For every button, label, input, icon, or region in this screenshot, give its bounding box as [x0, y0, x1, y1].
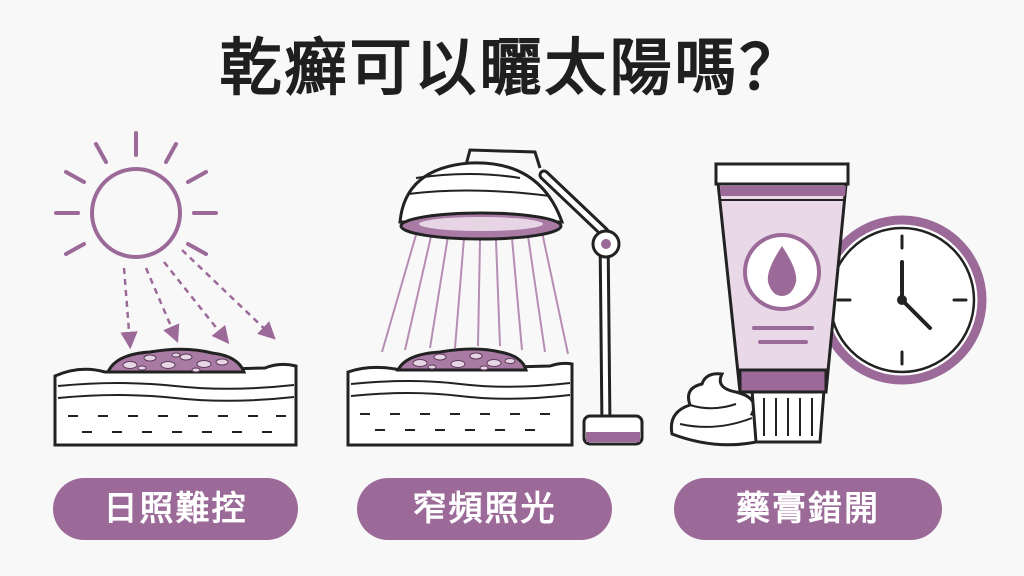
label-pill-sun-hard-to-control: 日照難控 [53, 478, 298, 540]
psoriasis-plaque-2 [395, 347, 528, 372]
skin-block-1 [53, 362, 298, 447]
clock-icon [817, 215, 987, 385]
label-pill-stagger-ointment: 藥膏錯開 [674, 478, 942, 540]
label-pill-narrowband-phototherapy: 窄頻照光 [357, 478, 612, 540]
ointment-tube-icon [714, 162, 850, 444]
phototherapy-lamp-icon [381, 148, 644, 446]
psoriasis-plaque-1 [105, 347, 247, 374]
sun-icon [54, 131, 218, 259]
sun-rays-dashed [120, 249, 276, 350]
page-title: 乾癬可以曬太陽嗎？ [219, 31, 805, 104]
skin-block-2 [346, 361, 574, 447]
